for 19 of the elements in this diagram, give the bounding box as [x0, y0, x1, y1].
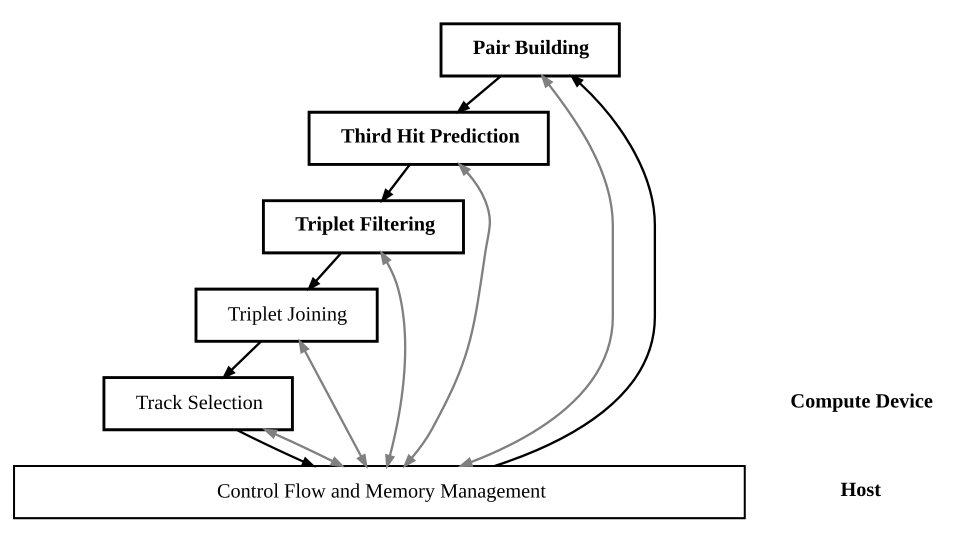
- arrow: [221, 340, 262, 380]
- arrow: [306, 252, 342, 291]
- node-box: Third Hit Prediction: [308, 110, 550, 166]
- arrow: [456, 74, 502, 114]
- arrow: [380, 163, 411, 203]
- label: Host: [840, 478, 882, 501]
- arrow: [494, 73, 656, 467]
- arrow: [458, 73, 614, 467]
- arrow: [380, 249, 406, 469]
- node-box: Pair Building: [440, 22, 621, 77]
- label: Compute Device: [790, 390, 933, 412]
- arrow: [298, 338, 368, 468]
- node-box: Triplet Joining: [194, 287, 379, 342]
- node-box: Control Flow and Memory Management: [13, 464, 746, 519]
- arrow: [262, 428, 346, 468]
- node-box: Track Selection: [102, 376, 294, 431]
- arrow: [236, 428, 316, 467]
- node-box: Triplet Filtering: [262, 198, 465, 254]
- arrow: [402, 161, 491, 468]
